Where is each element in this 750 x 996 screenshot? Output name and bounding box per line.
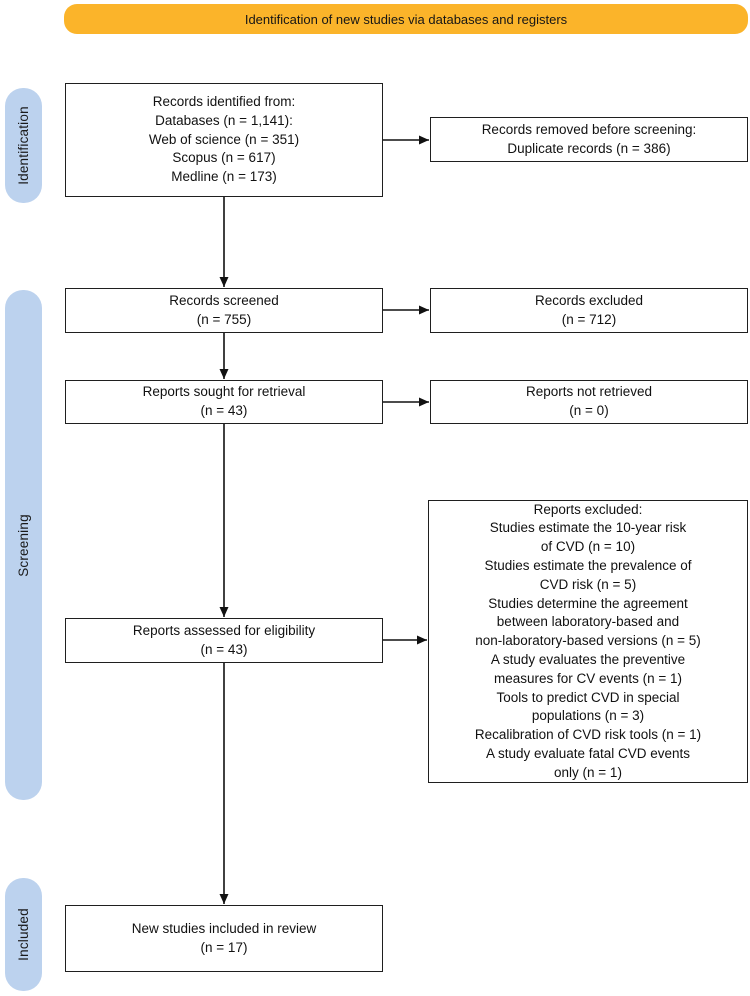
box-records-identified-text: Records identified from: Databases (n = … <box>148 94 300 185</box>
box-reports-excluded-reasons: Reports excluded: Studies estimate the 1… <box>428 500 748 783</box>
box-records-screened: Records screened (n = 755) <box>65 288 383 333</box>
box-reports-sought: Reports sought for retrieval (n = 43) <box>65 380 383 424</box>
box-records-excluded: Records excluded (n = 712) <box>430 288 748 333</box>
stage-label-included: Included <box>5 878 42 991</box>
box-reports-sought-text: Reports sought for retrieval (n = 43) <box>142 384 306 418</box>
box-records-identified: Records identified from: Databases (n = … <box>65 83 383 197</box>
stage-label-identification-text: Identification <box>16 106 32 185</box>
banner-label: Identification of new studies via databa… <box>244 11 568 27</box>
box-records-excluded-text: Records excluded (n = 712) <box>534 292 644 327</box>
stage-label-identification: Identification <box>5 88 42 203</box>
box-reports-not-retrieved-text: Reports not retrieved (n = 0) <box>525 384 653 418</box>
box-records-screened-text: Records screened (n = 755) <box>169 292 279 327</box>
box-new-studies-included: New studies included in review (n = 17) <box>65 905 383 972</box>
stage-label-screening: Screening <box>5 290 42 800</box>
box-new-studies-included-text: New studies included in review (n = 17) <box>131 920 317 955</box>
box-records-removed-text: Records removed before screening: Duplic… <box>481 121 697 156</box>
box-reports-assessed: Reports assessed for eligibility (n = 43… <box>65 618 383 663</box>
banner: Identification of new studies via databa… <box>64 4 748 34</box>
box-reports-not-retrieved: Reports not retrieved (n = 0) <box>430 380 748 424</box>
box-records-removed: Records removed before screening: Duplic… <box>430 117 748 162</box>
box-reports-assessed-text: Reports assessed for eligibility (n = 43… <box>132 622 316 657</box>
stage-label-screening-text: Screening <box>16 513 31 577</box>
box-reports-excluded-reasons-text: Reports excluded: Studies estimate the 1… <box>474 501 702 780</box>
stage-label-included-text: Included <box>16 908 32 961</box>
